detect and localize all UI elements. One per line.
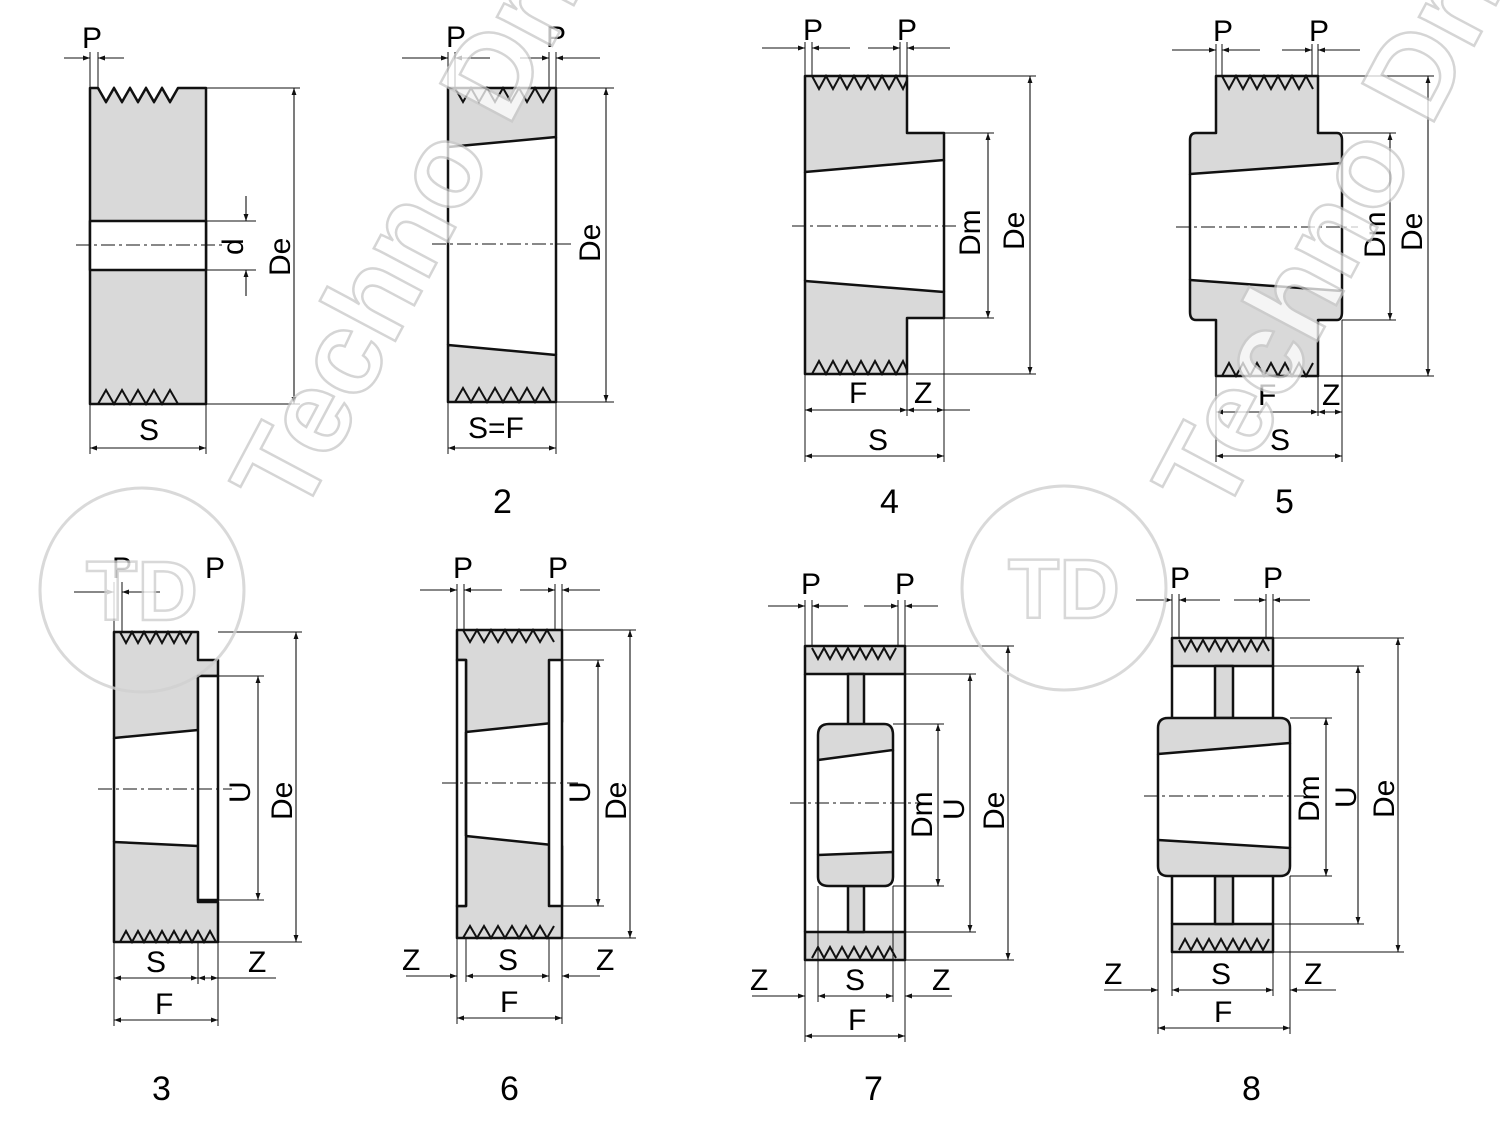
figure-number: 8: [1242, 1070, 1261, 1108]
dim-label-s: S: [146, 946, 166, 979]
dim-label-u: U: [938, 798, 971, 820]
dim-label-f: F: [849, 377, 867, 410]
dim-label-s-equals-f: S=F: [468, 412, 524, 445]
dim-label-f: F: [155, 988, 173, 1021]
dim-label-p: P: [548, 552, 568, 585]
dim-label-z: Z: [914, 377, 932, 410]
dim-label-d: d: [217, 238, 250, 255]
dim-label-f: F: [848, 1004, 866, 1037]
dim-label-p: P: [1213, 15, 1233, 48]
dim-label-p: P: [453, 552, 473, 585]
dim-label-z: Z: [596, 944, 614, 977]
dim-label-f: F: [500, 986, 518, 1019]
dim-label-z: Z: [1304, 958, 1322, 991]
pulley-type-2: P P De S=F 2: [402, 21, 614, 521]
dim-label-f: F: [1214, 996, 1232, 1029]
dim-label-p: P: [205, 552, 225, 585]
dim-label-z: Z: [1322, 379, 1340, 412]
watermark-logo: TD: [38, 486, 246, 694]
dim-label-de: De: [574, 224, 607, 262]
dim-label-u: U: [224, 781, 257, 803]
dim-label-z: Z: [402, 944, 420, 977]
dim-label-p: P: [803, 14, 823, 47]
dim-label-u: U: [564, 781, 597, 803]
dim-label-de: De: [978, 792, 1011, 830]
dim-label-de: De: [1368, 780, 1401, 818]
figure-number: 4: [880, 483, 899, 521]
dim-label-p: P: [897, 14, 917, 47]
dim-label-p: P: [1309, 15, 1329, 48]
svg-text:TD: TD: [86, 544, 198, 638]
dim-label-p: P: [801, 568, 821, 601]
dim-label-s: S: [498, 944, 518, 977]
dim-label-p: P: [112, 552, 132, 585]
dim-label-p: P: [1170, 562, 1190, 595]
pulley-type-5: P P Dm De F Z S 5: [1172, 15, 1434, 521]
figure-number: 2: [493, 483, 512, 521]
figure-number: 7: [864, 1070, 883, 1108]
pulley-type-6: P P U De Z S Z F 6: [402, 552, 636, 1108]
dim-label-s: S: [1211, 958, 1231, 991]
pulley-type-3: P P U De S Z F 3: [74, 552, 302, 1108]
pulley-type-4: P P Dm De F Z S 4: [762, 14, 1036, 521]
pulley-type-7: P P Dm U De Z S Z F 7: [750, 568, 1014, 1108]
pulley-type-8: P P Dm U De Z S Z F 8: [1104, 562, 1404, 1108]
dim-label-p: P: [446, 21, 466, 54]
dim-label-s: S: [1270, 424, 1290, 457]
dim-label-dm: Dm: [954, 209, 987, 256]
dim-label-u: U: [1330, 786, 1363, 808]
dim-label-z: Z: [248, 946, 266, 979]
dim-label-p: P: [1263, 562, 1283, 595]
dim-label-z: Z: [750, 964, 768, 997]
dim-label-s: S: [139, 414, 159, 447]
dim-label-s: S: [868, 424, 888, 457]
dim-label-s: S: [845, 964, 865, 997]
dim-label-de: De: [266, 782, 299, 820]
dim-label-dm: Dm: [1359, 211, 1392, 258]
watermark-logo: TD: [960, 484, 1168, 692]
svg-text:TD: TD: [1008, 542, 1120, 636]
figure-number: 6: [500, 1070, 519, 1108]
dim-label-z: Z: [1104, 958, 1122, 991]
dim-label-p: P: [82, 22, 102, 55]
dim-label-p: P: [895, 568, 915, 601]
dim-label-p: P: [546, 21, 566, 54]
dim-label-de: De: [264, 238, 297, 276]
dim-label-de: De: [1396, 213, 1429, 251]
dim-label-dm: Dm: [906, 791, 939, 838]
pulley-type-1: P d De S: [64, 22, 300, 454]
dim-label-dm: Dm: [1293, 775, 1326, 822]
figure-number: 5: [1275, 483, 1294, 521]
figure-number: 3: [152, 1070, 171, 1108]
dim-label-de: De: [600, 782, 633, 820]
dim-label-de: De: [998, 212, 1031, 250]
dim-label-f: F: [1258, 379, 1276, 412]
dim-label-z: Z: [932, 964, 950, 997]
